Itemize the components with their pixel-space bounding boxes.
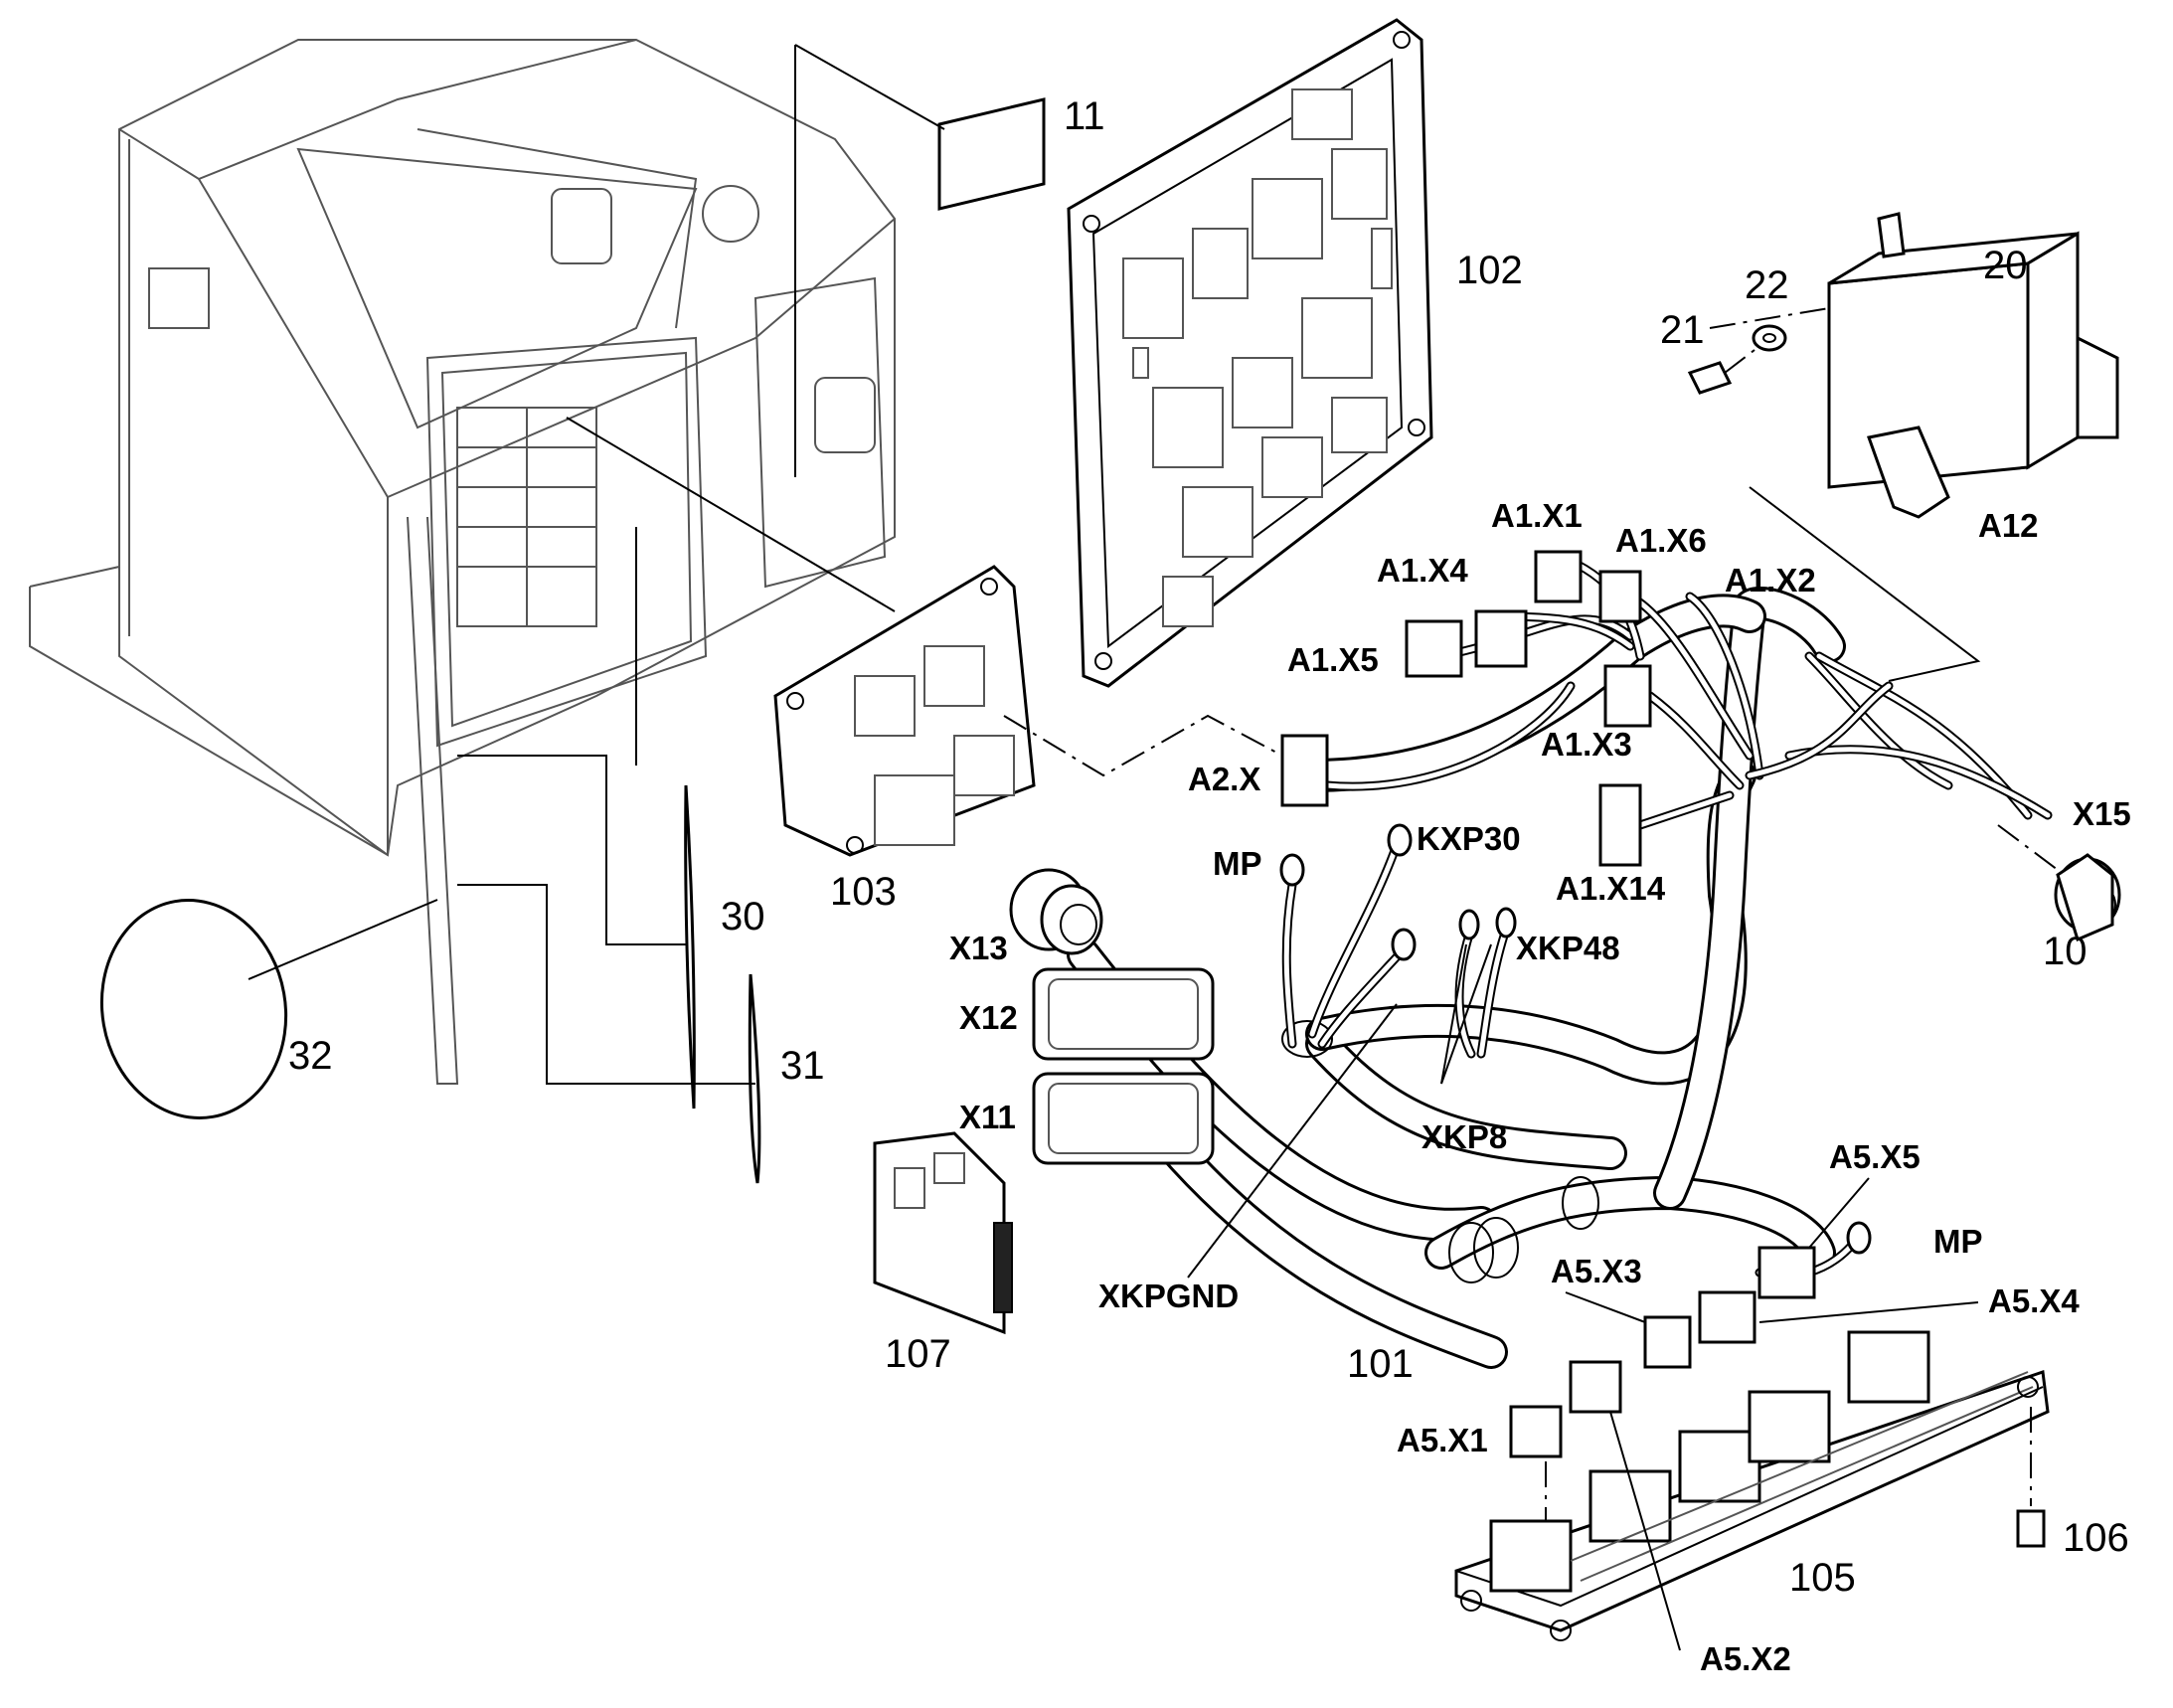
x11-rect-connector (1032, 1072, 1215, 1165)
pcb-components (1122, 88, 1393, 627)
item-102-main-pcb (1067, 18, 1433, 688)
label-a2x: A2.X (1188, 761, 1260, 797)
label-a1x2: A1.X2 (1725, 562, 1816, 598)
label-103: 103 (830, 870, 897, 914)
connector-labels: A1.X1 A1.X6 A1.X4 A1.X2 A1.X5 A1.X3 A2.X… (949, 497, 2131, 1677)
a5-connectors (1509, 1246, 1816, 1521)
label-xkp8: XKP8 (1421, 1118, 1507, 1155)
label-101: 101 (1347, 1342, 1414, 1386)
label-a1x4: A1.X4 (1377, 552, 1468, 589)
label-a5x3: A5.X3 (1551, 1253, 1642, 1289)
label-30: 30 (721, 895, 765, 939)
item-22-washer (1752, 324, 1787, 352)
label-a12: A12 (1978, 507, 2039, 544)
a12-module (1749, 426, 1981, 682)
label-10: 10 (2043, 930, 2088, 973)
part-number-labels: 10 11 20 21 22 30 31 32 101 102 103 105 … (288, 94, 2129, 1600)
label-22: 22 (1745, 263, 1789, 307)
label-a1x6: A1.X6 (1615, 522, 1707, 559)
label-a1x1: A1.X1 (1491, 497, 1583, 534)
item-11-label (794, 44, 1046, 477)
label-a5x2: A5.X2 (1700, 1640, 1791, 1677)
harness-band (1281, 1020, 1599, 1283)
item-21-screw (1687, 349, 1755, 395)
x12-rect-connector (1032, 967, 1215, 1061)
label-x12: X12 (959, 999, 1018, 1036)
control-box-housing (29, 39, 896, 1085)
label-11: 11 (1064, 94, 1105, 138)
item-103-relay-board (773, 565, 1036, 857)
label-a5x4: A5.X4 (1988, 1282, 2080, 1319)
item-20-enclosure (1709, 212, 2119, 489)
label-mp-top: MP (1213, 845, 1262, 882)
label-105: 105 (1789, 1556, 1856, 1600)
label-a1x5: A1.X5 (1287, 641, 1379, 678)
label-a5x1: A5.X1 (1397, 1422, 1488, 1458)
label-x13: X13 (949, 930, 1008, 966)
label-a5x5: A5.X5 (1829, 1138, 1921, 1175)
label-32: 32 (288, 1034, 333, 1078)
x13-round-connector (1009, 868, 1103, 955)
item-106-screw (2016, 1407, 2046, 1548)
leader-lines (1187, 943, 1979, 1651)
label-x15: X15 (2073, 795, 2131, 832)
label-106: 106 (2063, 1516, 2129, 1560)
label-a1x3: A1.X3 (1541, 726, 1632, 763)
item-32-round-cover (99, 898, 438, 1120)
a1-connectors (1280, 550, 1652, 867)
label-107: 107 (885, 1332, 951, 1376)
label-21: 21 (1660, 308, 1705, 352)
item-31-gasket (457, 884, 761, 1184)
label-31: 31 (780, 1044, 825, 1088)
label-xkpgnd: XKPGND (1098, 1278, 1239, 1314)
label-kxp30: KXP30 (1417, 820, 1521, 857)
label-20: 20 (1983, 244, 2028, 287)
label-xkp48: XKP48 (1516, 930, 1620, 966)
item-107-small-board (873, 1131, 1013, 1335)
item-30-gasket (457, 755, 696, 1110)
label-x11: X11 (959, 1099, 1016, 1135)
label-mp-right: MP (1933, 1223, 1983, 1260)
label-102: 102 (1456, 249, 1523, 292)
item-105-terminal-block (1454, 1330, 2050, 1641)
label-a1x14: A1.X14 (1556, 870, 1666, 907)
terminal-grid (456, 407, 597, 627)
item-10-socket (1997, 824, 2121, 942)
